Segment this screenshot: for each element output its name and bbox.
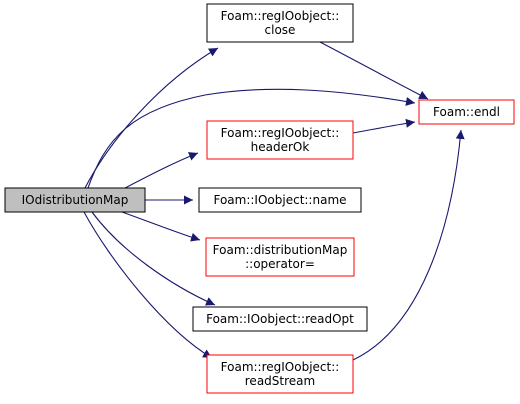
node-readStream[interactable]: Foam::regIOobject::readStream [206, 354, 354, 394]
edge-root-to-opassign [121, 211, 201, 242]
node-root[interactable]: IOdistributionMap [4, 187, 146, 213]
node-label-endl-line-0: Foam::endl [433, 105, 500, 119]
node-opassign[interactable]: Foam::distributionMap::operator= [205, 237, 355, 277]
node-box-opassign[interactable] [205, 237, 355, 277]
node-box-name[interactable] [198, 187, 362, 213]
node-box-readOpt[interactable] [192, 306, 368, 332]
node-label-headerOk-line-1: headerOk [251, 140, 310, 154]
node-label-headerOk-line-0: Foam::regIOobject:: [221, 126, 340, 140]
node-box-endl[interactable] [418, 99, 515, 125]
node-box-close[interactable] [206, 3, 354, 43]
edge-root-to-endl [87, 88, 416, 189]
node-label-readStream-line-1: readStream [245, 374, 315, 388]
node-label-opassign-line-1: ::operator= [245, 257, 315, 271]
node-close[interactable]: Foam::regIOobject::close [206, 3, 354, 43]
node-label-close-line-0: Foam::regIOobject:: [221, 9, 340, 23]
node-label-readStream-line-0: Foam::regIOobject:: [221, 360, 340, 374]
node-box-headerOk[interactable] [206, 120, 354, 160]
edges-layer [83, 41, 465, 361]
edge-readStream-to-endl [352, 129, 465, 361]
node-label-root-line-0: IOdistributionMap [22, 193, 129, 207]
edge-headerOk-to-endl [352, 118, 416, 134]
edge-root-to-close [84, 47, 219, 189]
node-label-readOpt-line-0: Foam::IOobject::readOpt [206, 312, 354, 326]
node-label-close-line-1: close [265, 23, 296, 37]
node-headerOk[interactable]: Foam::regIOobject::headerOk [206, 120, 354, 160]
node-label-name-line-0: Foam::IOobject::name [213, 193, 346, 207]
node-name[interactable]: Foam::IOobject::name [198, 187, 362, 213]
edge-root-to-readStream [83, 211, 213, 359]
node-label-opassign-line-0: Foam::distributionMap [213, 243, 348, 257]
edge-root-to-headerOk [124, 152, 199, 189]
node-readOpt[interactable]: Foam::IOobject::readOpt [192, 306, 368, 332]
edge-close-to-endl [319, 41, 429, 100]
edge-root-to-readOpt [91, 211, 216, 306]
node-endl[interactable]: Foam::endl [418, 99, 515, 125]
nodes-layer: IOdistributionMapFoam::regIOobject::clos… [4, 3, 515, 394]
node-box-root[interactable] [4, 187, 146, 213]
node-box-readStream[interactable] [206, 354, 354, 394]
